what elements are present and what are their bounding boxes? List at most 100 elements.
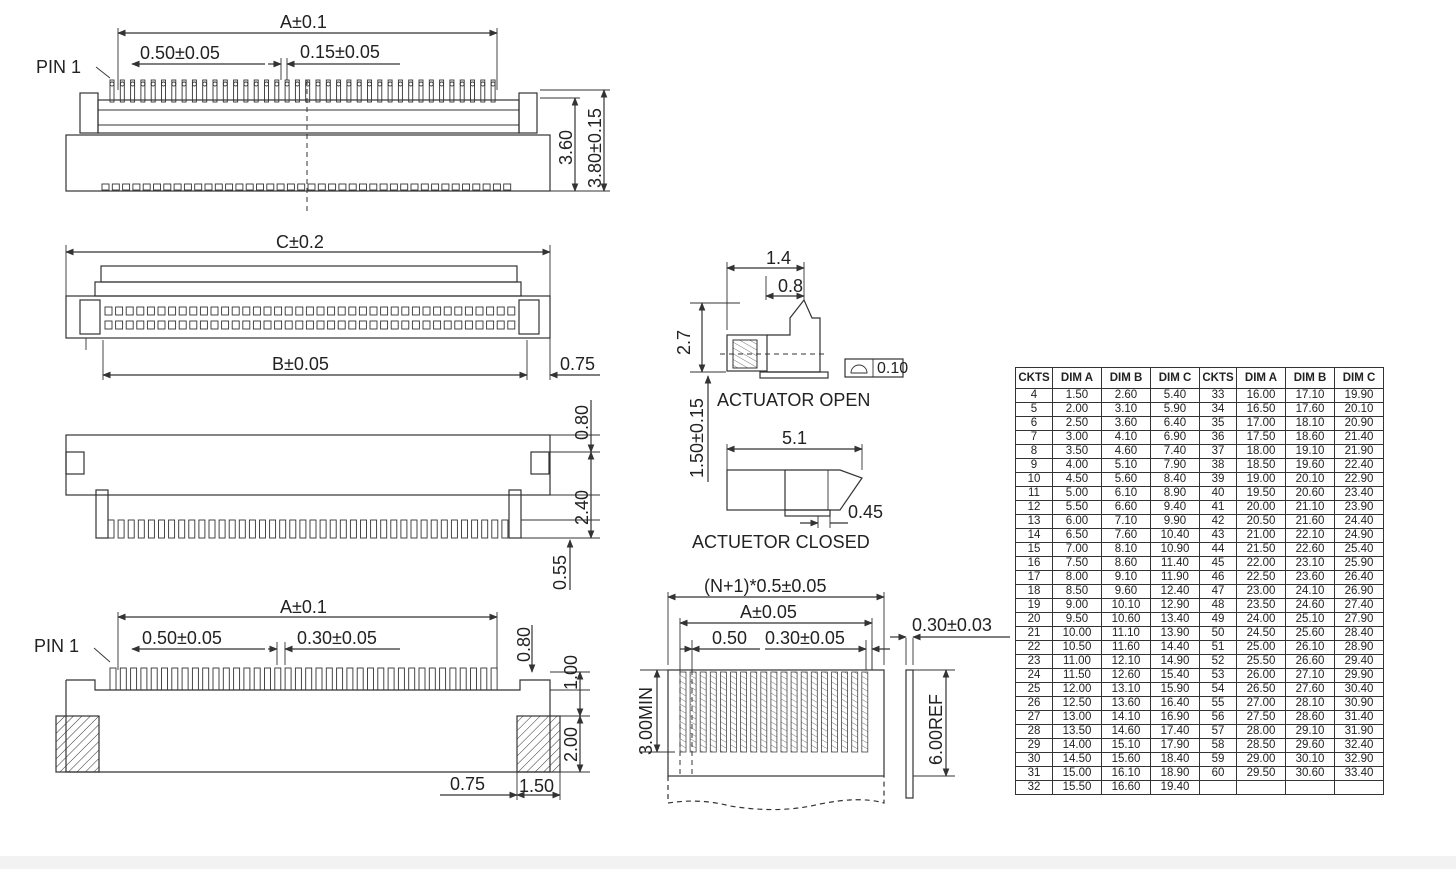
front-pin — [252, 320, 261, 330]
table-cell: 9.00 — [1052, 598, 1102, 613]
side-pin — [380, 519, 388, 539]
top-pin-tip — [191, 81, 197, 87]
top-pad-row — [101, 183, 512, 191]
front-pin — [486, 320, 495, 330]
bottom-pin — [367, 667, 374, 691]
table-cell — [1236, 780, 1286, 795]
table-cell: 16.50 — [1236, 402, 1286, 417]
front-pin — [295, 320, 304, 330]
act-w2: 0.8 — [778, 276, 803, 296]
front-pin — [199, 306, 208, 316]
table-cell: 16.90 — [1150, 710, 1200, 725]
table-cell: 57 — [1199, 724, 1237, 739]
table-cell: 14.60 — [1101, 724, 1151, 739]
table-cell: 8 — [1015, 444, 1053, 459]
table-cell: 7.40 — [1150, 444, 1200, 459]
top-pad — [235, 183, 244, 191]
top-pin — [356, 79, 362, 103]
top-pin — [130, 79, 136, 103]
table-cell: 15.60 — [1101, 752, 1151, 767]
table-cell: 12.50 — [1052, 696, 1102, 711]
table-cell: 10.10 — [1101, 598, 1151, 613]
table-cell: 39 — [1199, 472, 1237, 487]
table-cell: 31 — [1015, 766, 1053, 781]
table-cell: 11.90 — [1150, 570, 1200, 585]
top-pad — [348, 183, 357, 191]
front-pin — [486, 306, 495, 316]
front-pin — [146, 320, 155, 330]
header-cell: CKTS — [1199, 367, 1237, 389]
table-cell: 19.50 — [1236, 486, 1286, 501]
table-cell: 13.10 — [1101, 682, 1151, 697]
table-cell: 12.40 — [1150, 584, 1200, 599]
bottom-pin — [346, 667, 354, 691]
front-pin — [199, 320, 208, 330]
top-pin-tip — [161, 81, 166, 87]
table-cell: 22.00 — [1236, 556, 1286, 571]
table-cell: 13 — [1015, 514, 1053, 529]
front-pin — [316, 320, 325, 330]
bottom-pin — [305, 667, 313, 691]
table-cell: 14.50 — [1052, 752, 1102, 767]
front-pin — [358, 306, 367, 316]
front-side: 0.75 — [560, 354, 595, 374]
table-cell: 10.60 — [1101, 612, 1151, 627]
bottom-pin-row — [109, 667, 498, 691]
table-cell: 21.10 — [1285, 500, 1335, 515]
table-cell: 26.50 — [1236, 682, 1286, 697]
table-cell: 27.90 — [1334, 612, 1384, 627]
fpc-contact — [821, 671, 828, 753]
front-pin — [337, 320, 346, 330]
table-cell: 26.60 — [1285, 654, 1335, 669]
top-pin-tip — [459, 81, 465, 87]
bottom-d3: 2.00 — [561, 727, 581, 762]
top-pad — [317, 183, 326, 191]
bottom-pin — [294, 667, 302, 691]
top-pin — [150, 79, 156, 103]
top-pad — [266, 183, 275, 191]
bottom-pitch: 0.50±0.05 — [142, 628, 222, 648]
table-cell: 16.10 — [1101, 766, 1151, 781]
left-solder-tab — [55, 715, 100, 773]
side-pin — [117, 519, 125, 539]
side-pin — [228, 519, 236, 539]
front-pin — [496, 306, 505, 316]
top-pin-tip — [181, 81, 187, 87]
front-pin — [507, 306, 516, 316]
table-cell: 6.60 — [1101, 500, 1151, 515]
table-cell: 3.50 — [1052, 444, 1102, 459]
table-cell: 17.40 — [1150, 724, 1200, 739]
top-pin — [459, 79, 465, 103]
bottom-pin — [202, 667, 210, 691]
side-d3: 0.55 — [550, 555, 570, 590]
table-cell: 8.00 — [1052, 570, 1102, 585]
table-cell: 24.60 — [1285, 598, 1335, 613]
top-h2: 3.80±0.15 — [585, 108, 605, 188]
fpc-pitch: 0.50 — [712, 628, 747, 648]
bottom-pin — [336, 667, 344, 691]
table-cell: 25.10 — [1285, 612, 1335, 627]
table-cell: 15.00 — [1052, 766, 1102, 781]
front-pin — [274, 320, 283, 330]
top-pin — [408, 79, 414, 103]
bottom-pin — [408, 667, 416, 691]
fpc-contact — [851, 671, 859, 753]
side-pin — [309, 519, 317, 539]
side-pin — [390, 519, 398, 539]
act-closed-label: ACTUETOR CLOSED — [692, 532, 870, 552]
table-cell: 7.10 — [1101, 514, 1151, 529]
act-w3: 5.1 — [782, 428, 807, 448]
table-cell: 15.10 — [1101, 738, 1151, 753]
top-pad — [153, 183, 161, 191]
table-cell: 23.10 — [1285, 556, 1335, 571]
fpc-contact — [699, 671, 707, 753]
table-cell: 8.10 — [1101, 542, 1151, 557]
